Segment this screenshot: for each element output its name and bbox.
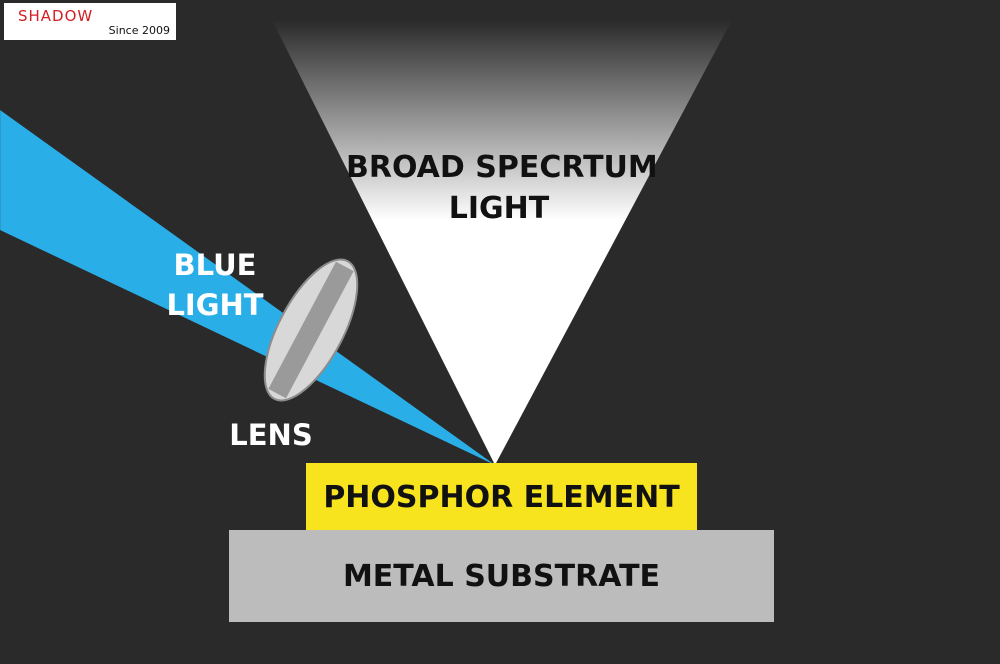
phosphor-label: PHOSPHOR ELEMENT — [323, 480, 680, 515]
shadow-logo: SHADOW Since 2009 — [4, 3, 176, 40]
broad-spectrum-label-line2: LIGHT — [448, 191, 550, 226]
broad-spectrum-label-line1: BROAD SPECRTUM — [346, 150, 658, 185]
logo-brand: SHADOW — [18, 7, 94, 25]
logo-tagline: Since 2009 — [108, 24, 170, 37]
metal-substrate — [229, 530, 774, 622]
blue-light-beam — [0, 110, 495, 465]
substrate-label: METAL SUBSTRATE — [342, 559, 661, 594]
phosphor-element — [306, 463, 697, 530]
lens — [263, 258, 359, 402]
blue-light-label-line2: LIGHT — [166, 288, 264, 322]
blue-light-label-line1: BLUE — [173, 248, 257, 282]
lens-label: LENS — [229, 418, 313, 452]
broad-spectrum-beam — [272, 20, 732, 465]
